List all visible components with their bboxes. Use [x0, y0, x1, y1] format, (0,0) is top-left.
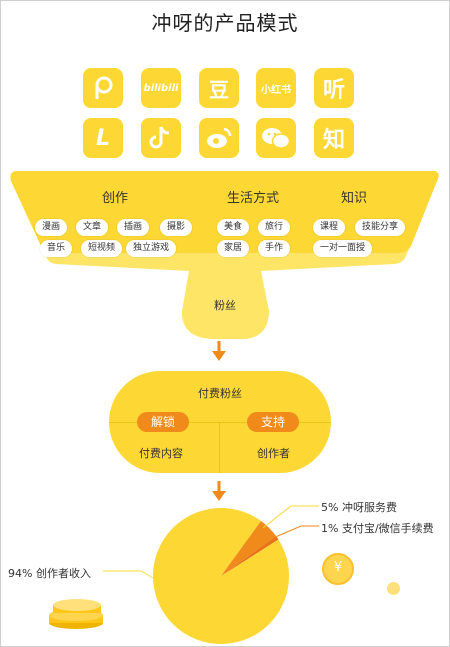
- tag-item: 音乐: [40, 240, 73, 257]
- tag-item: 文章: [76, 219, 109, 236]
- tag-item: 技能分享: [355, 219, 406, 236]
- xiaohongshu-icon: 小红书: [256, 68, 296, 108]
- legend-creator-income: 94% 创作者收入: [8, 567, 91, 580]
- category-title-knowledge: 知识: [341, 191, 368, 206]
- pie-slice-creator-income: [152, 508, 289, 645]
- paid-fans-panel: 付费粉丝 解锁 支持 付费内容 创作者: [109, 371, 331, 473]
- zhihu-icon: 知: [314, 118, 354, 158]
- legend-payment-fee: 1% 支付宝/微信手续费: [321, 522, 434, 535]
- legend-service-fee: 5% 冲呀服务费: [321, 501, 397, 514]
- fans-label: 粉丝: [214, 299, 236, 312]
- tag-item: 美食: [217, 219, 250, 236]
- wechat-icon: [256, 118, 296, 158]
- tag-item: 摄影: [160, 219, 193, 236]
- douyin-icon: [141, 118, 181, 158]
- coin-small-icon: [387, 582, 400, 595]
- tag-item: 漫画: [35, 219, 68, 236]
- coin-stack-icon: [49, 599, 103, 629]
- tag-item: 课程: [313, 219, 346, 236]
- tag-item: 手作: [258, 240, 291, 257]
- tag-item: 插画: [117, 219, 150, 236]
- bilibili-icon: bilibili: [141, 68, 181, 108]
- p-app-icon: [83, 68, 123, 108]
- weibo-icon: [199, 118, 239, 158]
- revenue-pie-chart: [152, 508, 289, 645]
- page-title: 冲呀的产品模式: [151, 11, 299, 35]
- unlock-button[interactable]: 解锁: [137, 412, 190, 432]
- down-arrow-icon: [212, 481, 226, 501]
- divider: [219, 422, 220, 473]
- creator-label: 创作者: [257, 447, 290, 460]
- paid-fans-title: 付费粉丝: [198, 387, 242, 400]
- tag-item: 短视频: [81, 240, 123, 257]
- listen-icon: 听: [314, 68, 354, 108]
- divider: [109, 422, 331, 423]
- tag-item: 一对一面授: [313, 240, 373, 257]
- lofter-icon: L: [83, 118, 123, 158]
- tag-item: 独立游戏: [126, 240, 177, 257]
- coin-yuan-icon: ¥: [322, 553, 354, 585]
- category-title-create: 创作: [102, 191, 129, 206]
- pie-slice-payment-fee: [221, 536, 279, 576]
- douban-icon: 豆: [199, 68, 239, 108]
- category-title-lifestyle: 生活方式: [227, 191, 280, 206]
- pie-slice-service-fee: [221, 520, 277, 576]
- down-arrow-icon: [212, 341, 226, 361]
- tag-item: 家居: [217, 240, 250, 257]
- paid-content-label: 付费内容: [139, 447, 183, 460]
- tag-item: 旅行: [258, 219, 291, 236]
- support-button[interactable]: 支持: [247, 412, 300, 432]
